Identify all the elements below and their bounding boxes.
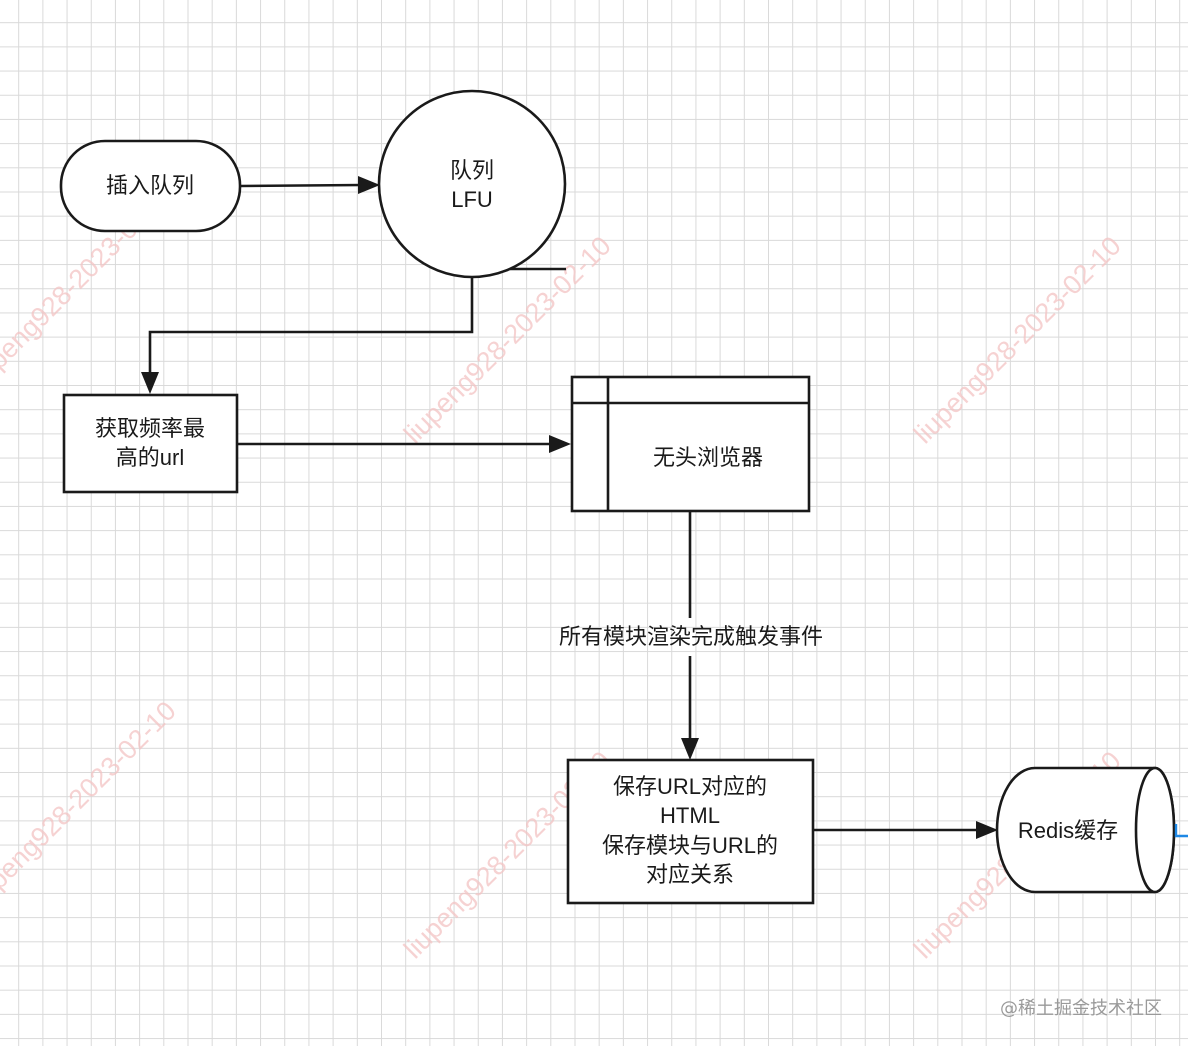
attribution-text: @稀土掘金技术社区 bbox=[1000, 998, 1162, 1019]
node-get-top-url[interactable]: 获取频率最 高的url bbox=[62, 393, 239, 494]
node-get-top-url-label-2: 高的url bbox=[116, 445, 184, 470]
watermark-layer: liupeng928-2023-02-10 liupeng928-2023-02… bbox=[0, 176, 1127, 965]
node-insert-queue-label: 插入队列 bbox=[106, 173, 194, 198]
partial-connector-edge bbox=[1174, 824, 1188, 838]
watermark-3: liupeng928-2023-02-10 bbox=[908, 231, 1127, 450]
node-save-html-label-4: 对应关系 bbox=[646, 862, 734, 887]
node-lfu-queue-label-1: 队列 bbox=[450, 158, 494, 183]
edge-get-url-to-browser bbox=[237, 435, 571, 453]
node-get-top-url-label-1: 获取频率最 bbox=[95, 416, 205, 441]
node-save-html-label-3: 保存模块与URL的 bbox=[602, 833, 778, 858]
node-headless-browser[interactable]: 无头浏览器 bbox=[570, 375, 811, 513]
node-lfu-queue-label-2: LFU bbox=[451, 187, 493, 212]
watermark-4: liupeng928-2023-02-10 bbox=[0, 696, 182, 915]
edge-insert-to-queue bbox=[239, 176, 380, 194]
node-insert-queue[interactable]: 插入队列 bbox=[59, 139, 242, 233]
node-save-html[interactable]: 保存URL对应的 HTML 保存模块与URL的 对应关系 bbox=[566, 758, 815, 905]
edge-browser-to-save: 所有模块渲染完成触发事件 bbox=[559, 511, 823, 760]
node-headless-browser-label: 无头浏览器 bbox=[653, 445, 763, 470]
node-redis-cache[interactable]: Redis缓存 bbox=[995, 766, 1176, 894]
edge-save-to-redis bbox=[813, 821, 998, 839]
edge-label-render-complete: 所有模块渲染完成触发事件 bbox=[559, 624, 823, 649]
node-lfu-queue[interactable]: 队列 LFU bbox=[377, 89, 567, 279]
node-save-html-label-1: 保存URL对应的 bbox=[613, 774, 767, 799]
node-save-html-label-2: HTML bbox=[660, 803, 720, 828]
node-redis-cache-label: Redis缓存 bbox=[1018, 818, 1118, 843]
